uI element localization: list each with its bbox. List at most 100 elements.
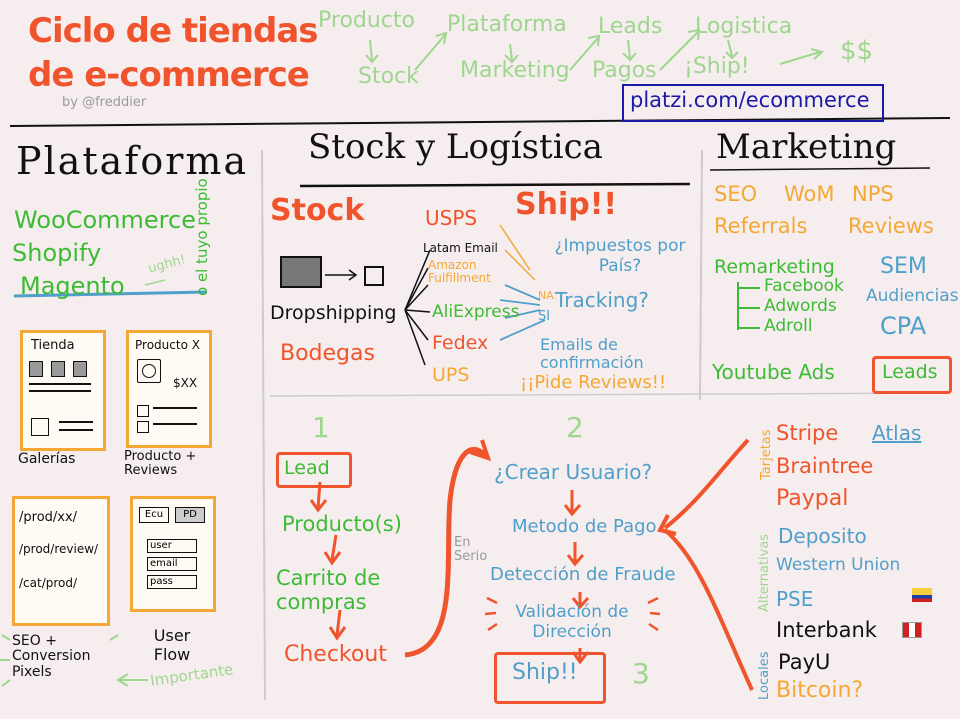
card-tienda-label: Tienda: [31, 338, 75, 353]
flow-pagos: Pagos: [592, 58, 657, 83]
mk-referrals: Referrals: [714, 214, 808, 238]
seo-conversion-caption: SEO + Conversion Pixels: [12, 633, 91, 680]
flow-deteccion-fraude: Detección de Fraude: [490, 564, 676, 585]
header-divider: [9, 117, 951, 127]
flow-carrito: Carrito de compras: [276, 566, 381, 615]
path-cat: /cat/prod/: [19, 576, 78, 590]
mk-leads: Leads: [882, 361, 938, 383]
tracking-rays: [499, 284, 546, 341]
carrier-rays: [499, 224, 536, 281]
carrier-usps: USPS: [425, 206, 478, 230]
uf-pass: pass: [147, 575, 197, 589]
payment-arrow-bottom: [663, 528, 754, 691]
pay-bitcoin: Bitcoin?: [776, 678, 864, 703]
flow-num-3: 3: [632, 657, 650, 690]
plataforma-underline: [13, 290, 208, 298]
uf-ecu: Ecu: [139, 507, 169, 523]
byline: by @freddier: [62, 95, 147, 110]
mk-remarketing: Remarketing: [714, 256, 835, 278]
flow-checkout: Checkout: [284, 642, 387, 667]
remarketing-tree: [737, 282, 760, 330]
platzi-link-box[interactable]: [622, 84, 884, 122]
card-paths: /prod/xx/ /prod/review/ /cat/prod/: [12, 496, 110, 626]
mk-cpa: CPA: [880, 312, 927, 340]
box-icon: [364, 266, 384, 286]
flow-en-serio: En Serio: [454, 535, 488, 564]
flow-leads: Leads: [598, 14, 663, 39]
carrier-amazon: Amazon Fulfillment: [428, 258, 491, 286]
uf-user: user: [147, 539, 197, 553]
marketing-underline: [709, 167, 931, 171]
mk-youtube: Youtube Ads: [712, 360, 835, 384]
q-impuestos: ¿Impuestos por País?: [554, 236, 686, 277]
user-flow-caption: User Flow: [153, 626, 191, 665]
flow-metodo-pago: Metodo de Pago: [512, 516, 657, 537]
flow-marketing: Marketing: [460, 58, 570, 83]
payment-arrow-top: [663, 438, 750, 530]
pay-braintree: Braintree: [776, 454, 874, 478]
card-producto-price: $XX: [173, 376, 198, 390]
pay-atlas: Atlas: [872, 421, 922, 445]
pay-western-union: Western Union: [776, 555, 901, 575]
stock-heading: Stock y Logística: [308, 127, 603, 167]
shopify-label: Shopify: [12, 239, 102, 267]
stock-label: Stock: [270, 193, 365, 228]
header-flow-arrows: [365, 28, 825, 71]
pay-side-alternativas: Alternativas: [757, 533, 772, 612]
flow-validacion: Validación de Dirección: [515, 602, 629, 642]
pay-side-tarjetas: Tarjetas: [759, 429, 774, 480]
pay-payu: PayU: [778, 650, 831, 674]
platzi-link[interactable]: platzi.com/ecommerce: [630, 88, 870, 112]
flow-lead: Lead: [284, 457, 330, 479]
flow-ship: Ship!!: [512, 660, 578, 685]
si-label: SI: [538, 309, 551, 324]
path-prod: /prod/xx/: [19, 510, 78, 525]
card-tienda: Tienda: [20, 330, 106, 451]
column-divider-1: [261, 149, 266, 701]
dropshipping-rays: [404, 249, 431, 366]
main-title-line1: Ciclo de tiendas: [28, 11, 319, 51]
producto-reviews-caption: Producto + Reviews: [124, 449, 197, 478]
card-producto-label: Producto X: [135, 338, 200, 352]
pay-stripe: Stripe: [776, 421, 839, 445]
mk-seo: SEO: [714, 182, 758, 206]
card-userflow: Ecu PD user email pass: [130, 496, 216, 612]
flow-producto: Producto: [318, 8, 415, 33]
marketing-heading: Marketing: [716, 127, 897, 167]
flow-crear-usuario: ¿Crear Usuario?: [494, 460, 653, 484]
mk-reviews: Reviews: [848, 214, 934, 238]
q-emails: Emails de confirmación: [540, 335, 644, 372]
flow-num-2: 2: [566, 411, 584, 444]
pay-interbank: Interbank: [776, 618, 877, 642]
card-producto: Producto X $XX: [126, 330, 212, 448]
pay-deposito: Deposito: [778, 524, 867, 548]
lead-box: [276, 452, 352, 488]
flow-logistica: Logistica: [695, 14, 793, 39]
carrier-aliexpress: AliExpress: [432, 302, 520, 322]
ship-box: [494, 652, 606, 704]
seo-burst: [0, 634, 119, 687]
flow-ship: ¡Ship!: [684, 54, 750, 79]
carrier-ups: UPS: [432, 364, 470, 386]
peru-flag-icon: [902, 622, 922, 638]
mk-wom: WoM: [784, 182, 835, 206]
woocommerce-label: WooCommerce: [14, 206, 196, 234]
bodegas-label: Bodegas: [280, 341, 375, 366]
magento-label: Magento: [20, 272, 125, 300]
plataforma-heading: Plataforma: [16, 139, 249, 183]
pay-pse: PSE: [776, 587, 814, 611]
pay-paypal: Paypal: [776, 486, 849, 511]
el-tuyo-propio: o el tuyo propio: [193, 178, 211, 296]
main-title-line2: de e-commerce: [28, 55, 310, 95]
carrier-latam: Latam Email: [423, 241, 498, 255]
mk-nps: NPS: [852, 182, 894, 206]
pay-side-locales: Locales: [757, 651, 772, 700]
dropship-arrow: [325, 269, 358, 281]
mk-leads-box: [872, 356, 952, 394]
colombia-flag-icon: [912, 588, 932, 602]
flow-plataforma: Plataforma: [447, 12, 567, 37]
flow-num-1: 1: [312, 411, 330, 444]
stock-heading-underline: [299, 182, 691, 188]
uf-pd: PD: [175, 507, 205, 523]
